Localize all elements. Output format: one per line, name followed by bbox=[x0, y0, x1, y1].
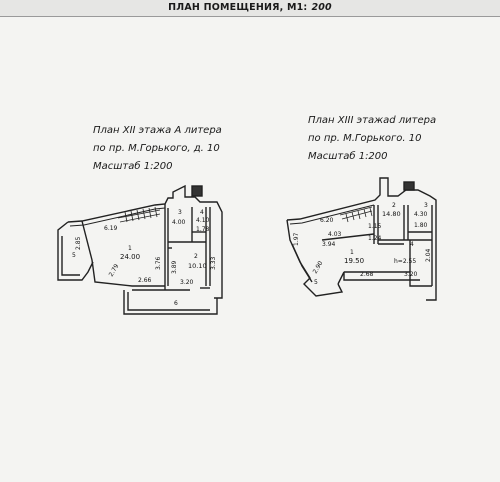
left-room-3-number: 3 bbox=[178, 209, 182, 216]
right-room-2-number: 2 bbox=[392, 202, 396, 209]
left-room-4b-area: 1.78 bbox=[196, 226, 210, 233]
right-room-1-area: 19.50 bbox=[344, 257, 364, 265]
left-dim-5: 3.76 bbox=[155, 256, 162, 270]
left-plan-title: План XII этажа А литера bbox=[93, 125, 222, 136]
left-plan-caption: План XII этажа А литера по пр. М.Горьког… bbox=[93, 122, 222, 176]
right-dim-10: 2.04 bbox=[425, 248, 432, 262]
right-dim-6: 1.97 bbox=[293, 232, 300, 246]
left-dim-2: 2.85 bbox=[75, 236, 82, 250]
right-room-3b-area: 1.80 bbox=[414, 222, 428, 229]
right-room-4-number: 4 bbox=[410, 241, 414, 248]
right-plan-title: План XIII этажаd литера bbox=[308, 115, 437, 126]
left-room-1-area: 24.00 bbox=[120, 253, 140, 261]
left-dim-3: 2.79 bbox=[108, 263, 121, 278]
left-room-4-number: 4 bbox=[200, 209, 204, 216]
title-text: ПЛАН ПОМЕЩЕНИЯ, М1: bbox=[168, 2, 308, 13]
left-dim-1: 6.19 bbox=[104, 225, 118, 232]
left-room-4-area: 4.10 bbox=[196, 217, 210, 224]
page-title: ПЛАН ПОМЕЩЕНИЯ, М1:200 bbox=[0, 2, 500, 13]
right-plan-labels: 1 19.50 2 14.80 3 4.30 1.80 4 5 6.20 4.0… bbox=[293, 202, 432, 286]
header-rule bbox=[0, 16, 500, 17]
left-room-5-number: 5 bbox=[72, 252, 76, 259]
left-room-1-number: 1 bbox=[128, 245, 132, 252]
right-plan-caption: План XIII этажаd литера по пр. М.Горьког… bbox=[308, 112, 436, 166]
right-room-1-number: 1 bbox=[350, 249, 354, 256]
right-dim-1: 6.20 bbox=[320, 217, 334, 224]
right-dim-9: 3.20 bbox=[404, 271, 418, 278]
right-dim-4: 1.15 bbox=[368, 223, 382, 230]
right-room-5-number: 5 bbox=[314, 279, 318, 286]
left-dim-6: 3.89 bbox=[171, 260, 178, 274]
left-dim-7: 3.33 bbox=[210, 256, 217, 270]
right-plan-scale: Масштаб 1:200 bbox=[308, 151, 388, 162]
right-room-2-area: 14.80 bbox=[382, 210, 401, 218]
right-dim-3: 3.94 bbox=[322, 241, 336, 248]
left-plan-address: по пр. М.Горького, д. 10 bbox=[93, 143, 220, 154]
right-dim-7: 2.90 bbox=[312, 260, 325, 275]
left-room-2-number: 2 bbox=[194, 253, 198, 260]
right-room-3-area: 4.30 bbox=[414, 211, 428, 218]
right-room-3-number: 3 bbox=[424, 202, 428, 209]
right-dim-2: 4.03 bbox=[328, 231, 342, 238]
left-plan-scale: Масштаб 1:200 bbox=[93, 161, 173, 172]
right-floor-plan bbox=[286, 177, 437, 301]
left-room-2-area: 10.10 bbox=[188, 262, 207, 270]
left-room-3-area: 4.00 bbox=[172, 219, 186, 226]
right-dim-8: 2.68 bbox=[360, 271, 374, 278]
left-dim-4: 2.66 bbox=[138, 277, 152, 284]
right-height-mark: h=2.55 bbox=[394, 258, 416, 265]
right-plan-address: по пр. М.Горького. 10 bbox=[308, 133, 422, 144]
left-room-6-number: 6 bbox=[174, 300, 178, 307]
left-dim-8: 3.20 bbox=[180, 279, 194, 286]
title-scale: 200 bbox=[311, 2, 332, 13]
left-plan-labels: 1 24.00 2 10.10 3 4.00 4 4.10 1.78 5 6 6… bbox=[72, 209, 217, 307]
right-dim-5: 1.24 bbox=[368, 235, 382, 242]
left-floor-plan bbox=[57, 184, 223, 315]
header-band bbox=[0, 0, 500, 16]
